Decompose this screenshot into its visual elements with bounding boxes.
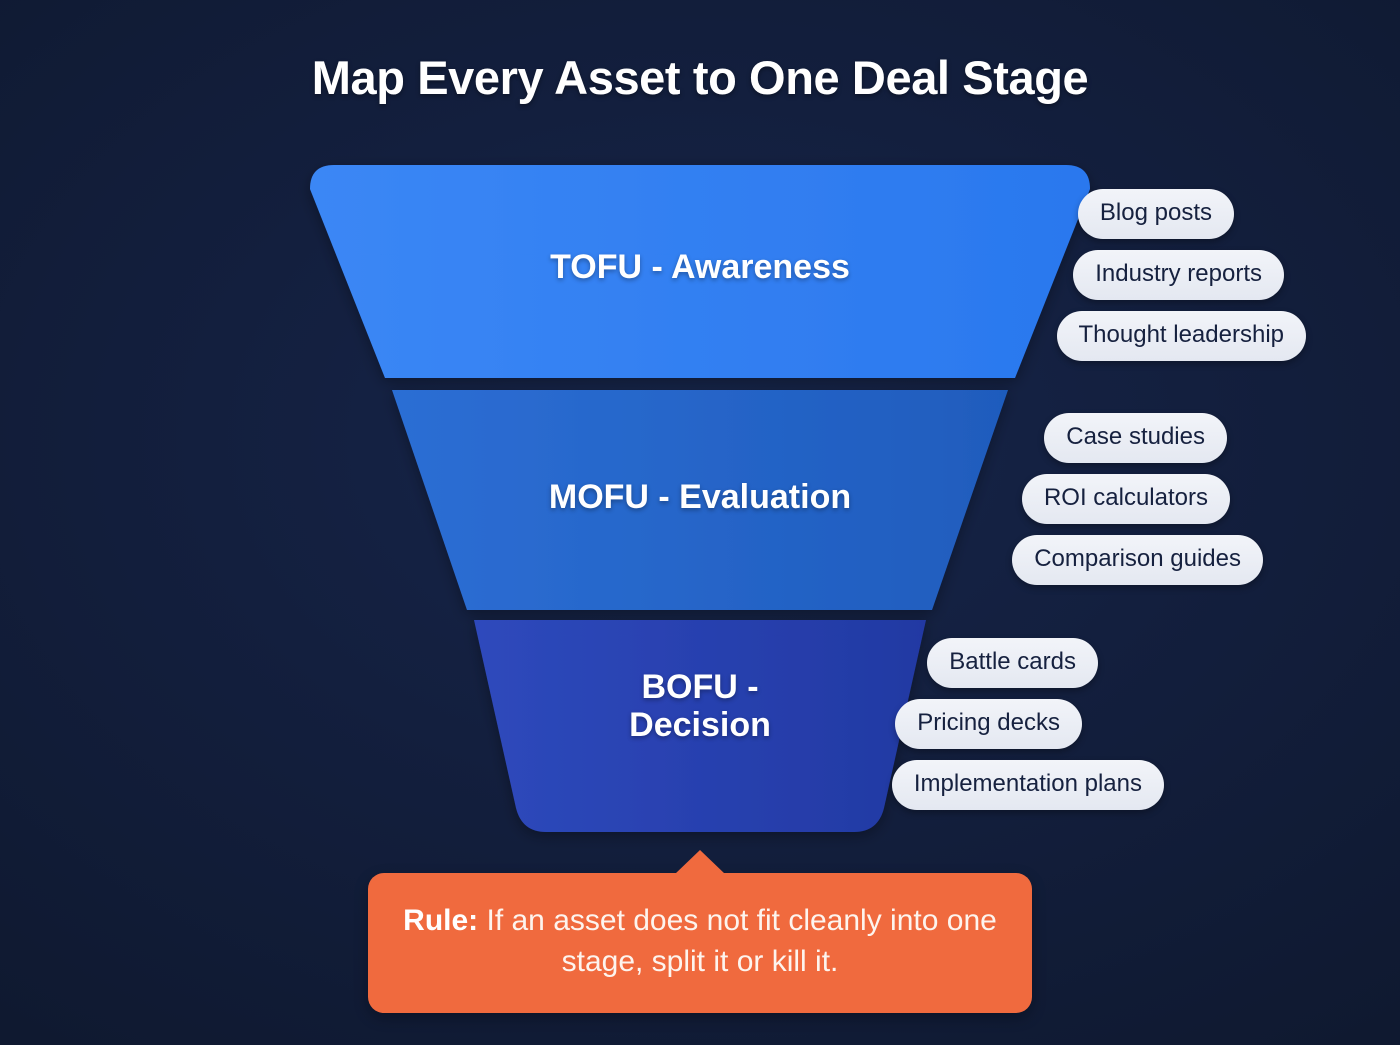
funnel-band-tofu xyxy=(310,165,1090,378)
asset-pill[interactable]: Blog posts xyxy=(1077,189,1234,239)
asset-pill[interactable]: ROI calculators xyxy=(1021,474,1230,524)
asset-pill[interactable]: Thought leadership xyxy=(1056,311,1306,361)
page-title: Map Every Asset to One Deal Stage xyxy=(311,51,1089,104)
asset-pill[interactable]: Comparison guides xyxy=(1012,535,1263,585)
asset-pill[interactable]: Industry reports xyxy=(1073,250,1284,300)
asset-pill[interactable]: Pricing decks xyxy=(895,699,1082,749)
funnel-band-bofu xyxy=(474,620,926,832)
rule-callout-prefix: Rule: xyxy=(403,904,479,937)
asset-pill[interactable]: Battle cards xyxy=(927,638,1098,688)
rule-callout: Rule: If an asset does not fit cleanly i… xyxy=(368,850,1032,1013)
asset-pill-group-mofu: Case studies ROI calculators Comparison … xyxy=(1012,413,1263,585)
funnel-band-mofu xyxy=(392,390,1008,610)
rule-callout-body: If an asset does not fit cleanly into on… xyxy=(478,904,997,978)
asset-pill[interactable]: Case studies xyxy=(1044,413,1227,463)
asset-pill-group-tofu: Blog posts Industry reports Thought lead… xyxy=(1056,189,1306,361)
asset-pill-group-bofu: Battle cards Pricing decks Implementatio… xyxy=(891,638,1164,810)
asset-pill[interactable]: Implementation plans xyxy=(891,760,1164,810)
rule-callout-text: Rule: If an asset does not fit cleanly i… xyxy=(402,901,998,983)
